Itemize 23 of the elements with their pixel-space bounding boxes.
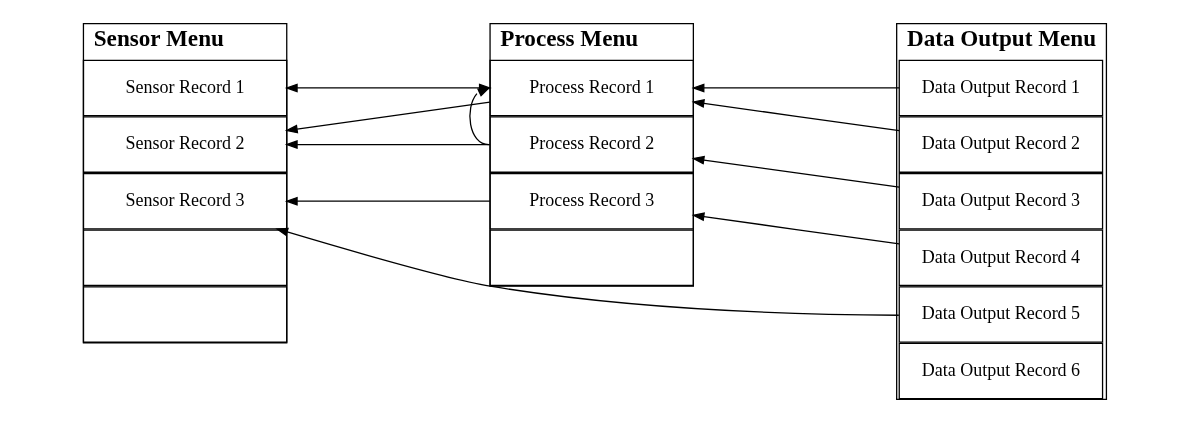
- arrow: [284, 140, 491, 150]
- node-box: Data Output Record 5: [898, 286, 1104, 343]
- arrow: [691, 99, 900, 132]
- node-box: Sensor Record 3: [82, 172, 288, 230]
- node-box: Data Output Record 6: [898, 342, 1104, 400]
- node-box: Process Record 2: [489, 116, 694, 173]
- arrow: [691, 83, 900, 93]
- node-box: Process Record 3: [489, 172, 694, 230]
- arrow: [275, 227, 900, 316]
- arrow: [469, 87, 491, 146]
- node-box: Data Output Record 1: [898, 59, 1104, 117]
- arrow: [284, 196, 491, 206]
- node-box: [489, 229, 694, 287]
- arrow: [691, 212, 900, 245]
- arrow: [691, 155, 900, 188]
- node-box: Sensor Record 2: [82, 116, 288, 173]
- node-box: Data Output Record 4: [898, 229, 1104, 287]
- node-box: Process Record 1: [489, 59, 694, 117]
- arrow: [284, 101, 491, 134]
- node-box: Data Output Record 3: [898, 172, 1104, 230]
- node-box: Data Output Record 2: [898, 116, 1104, 173]
- node-box: [82, 286, 288, 343]
- node-box: Sensor Record 1: [82, 59, 288, 117]
